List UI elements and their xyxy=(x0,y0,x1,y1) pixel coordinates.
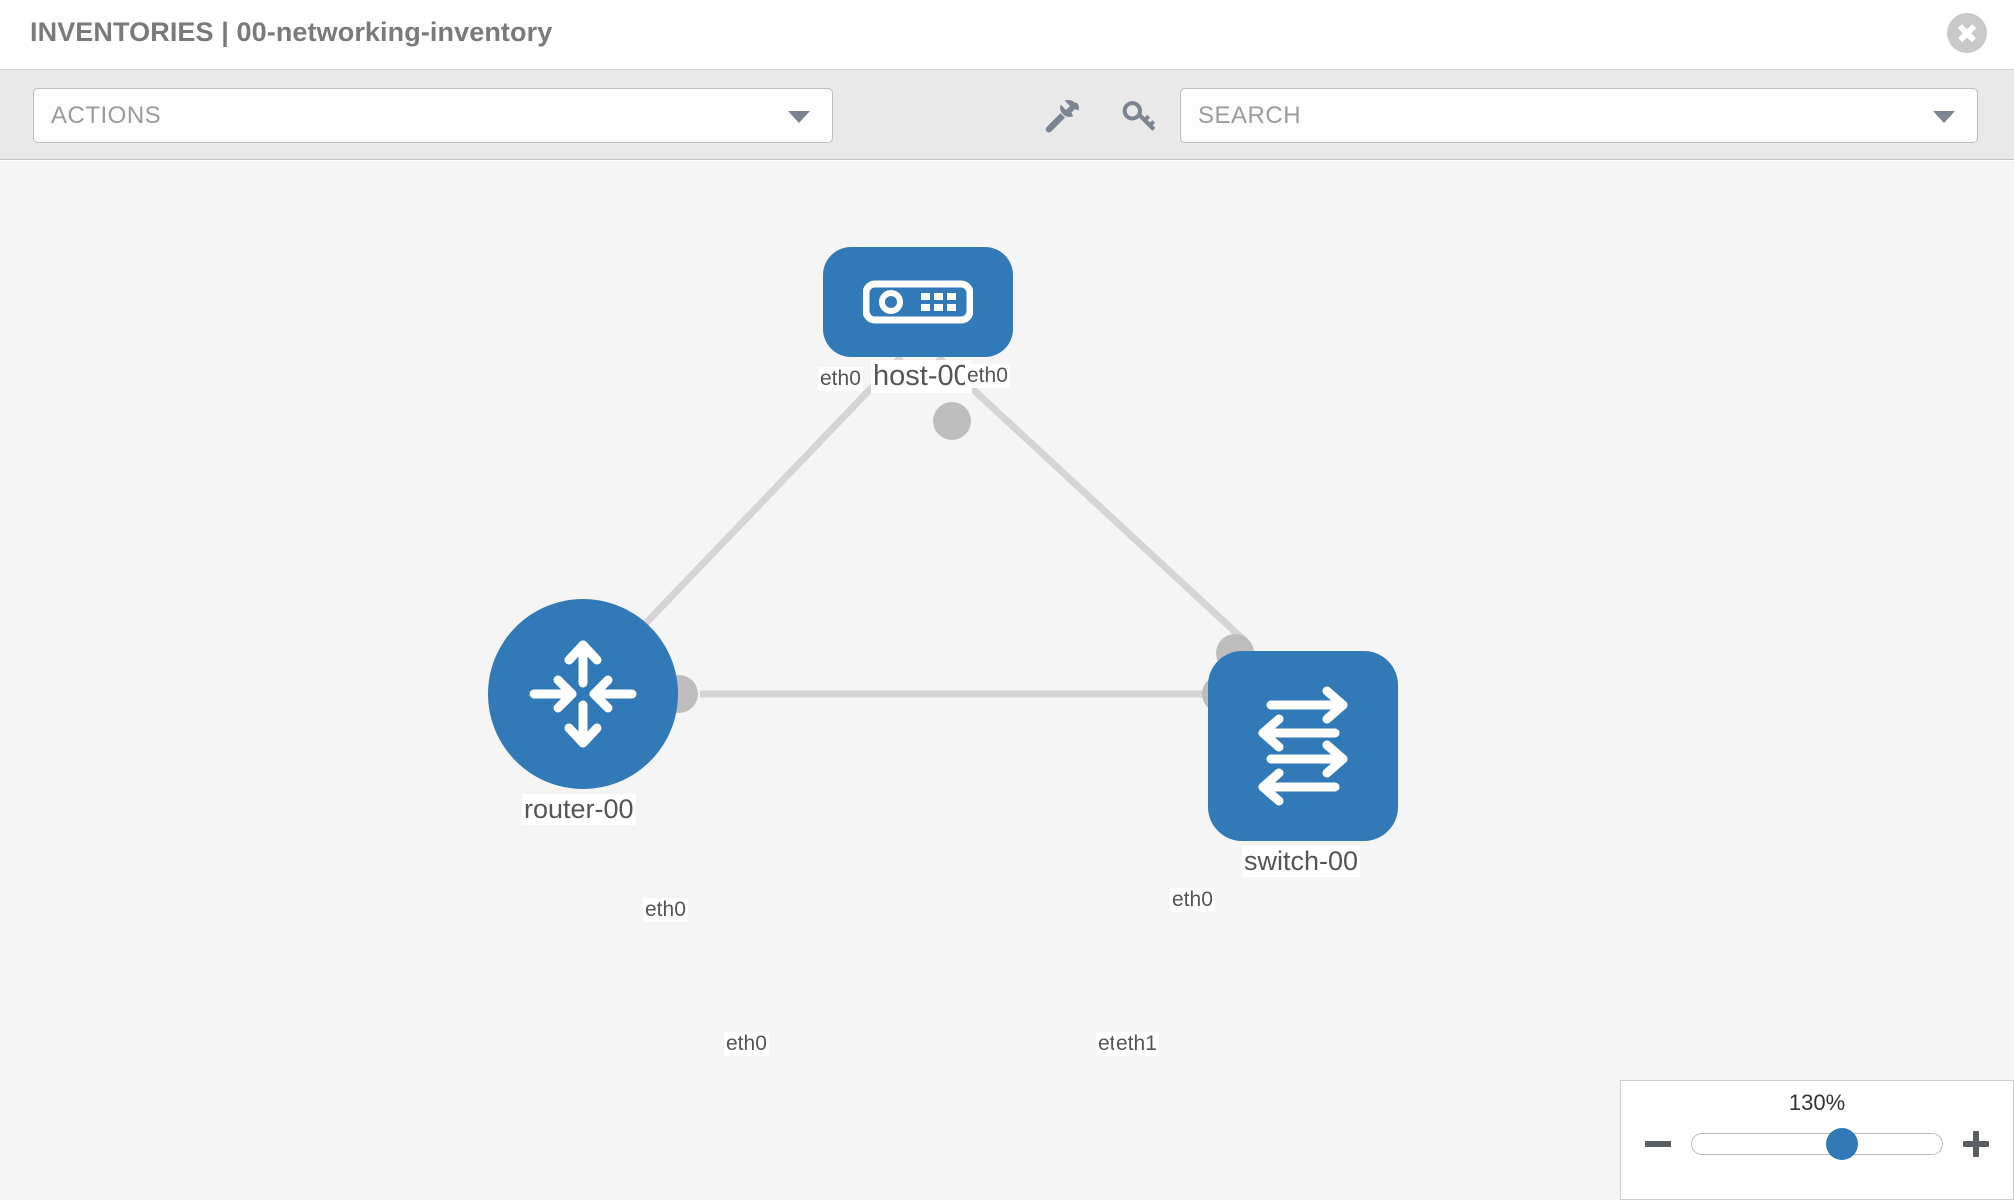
zoom-out-button[interactable] xyxy=(1643,1129,1673,1159)
node-router-00: router-00 xyxy=(488,599,728,825)
edge-label-switch-up: eth0 xyxy=(1170,888,1215,912)
wrench-icon[interactable] xyxy=(1040,94,1082,136)
node-label-switch-00: switch-00 xyxy=(1242,846,1361,877)
zoom-slider-track[interactable] xyxy=(1691,1128,1943,1160)
actions-dropdown-label: ACTIONS xyxy=(51,102,162,129)
node-label-host-00: host-00 xyxy=(871,360,972,393)
close-icon[interactable] xyxy=(1947,13,1987,53)
node-switch-00: switch-00 xyxy=(1202,601,1438,877)
node-label-router-00: router-00 xyxy=(522,794,636,825)
switch-icon[interactable] xyxy=(1208,651,1398,841)
topology-canvas[interactable]: host-00 eth0 eth0 xyxy=(0,161,2014,1200)
zoom-slider-row xyxy=(1621,1128,2013,1160)
topology-links xyxy=(597,354,1248,698)
page-title: INVENTORIES | 00-networking-inventory xyxy=(30,17,553,47)
host-icon[interactable] xyxy=(823,247,1013,357)
zoom-slider-thumb[interactable] xyxy=(1826,1128,1858,1160)
key-icon[interactable] xyxy=(1118,94,1160,136)
actions-dropdown[interactable]: ACTIONS xyxy=(33,88,833,143)
search-placeholder: SEARCH xyxy=(1198,102,1302,129)
search-input[interactable]: SEARCH xyxy=(1180,88,1978,143)
zoom-level-value: 130% xyxy=(1788,1090,1846,1115)
node-handle-host-00[interactable] xyxy=(933,402,971,440)
chevron-down-icon xyxy=(788,110,810,123)
toolbar: ACTIONS SEARCH xyxy=(0,70,2014,160)
edge-label-host-left: eth0 xyxy=(818,367,863,391)
edge-label-router-right: eth0 xyxy=(724,1032,769,1056)
edge-label-host-right: eth0 xyxy=(965,364,1010,388)
edge-label-router-up: eth0 xyxy=(643,898,688,922)
zoom-in-button[interactable] xyxy=(1961,1129,1991,1159)
node-host-00: host-00 xyxy=(823,247,1013,497)
edge-label-switch-left-b: eth1 xyxy=(1114,1032,1159,1056)
toolbar-icon-group xyxy=(1040,94,1160,136)
chevron-down-icon xyxy=(1933,110,1955,123)
zoom-control-panel: 130% xyxy=(1620,1080,2014,1200)
page-header: INVENTORIES | 00-networking-inventory xyxy=(0,0,2014,70)
router-icon[interactable] xyxy=(488,599,678,789)
